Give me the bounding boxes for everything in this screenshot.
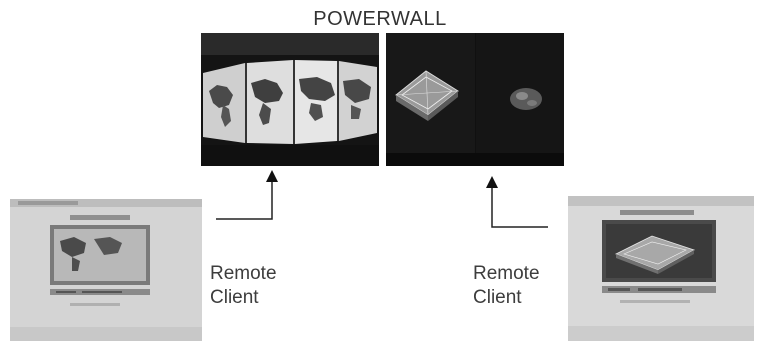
left-label-line2: Client	[210, 287, 259, 308]
left-connector-arrow	[216, 170, 278, 220]
powerwall-3d-photo	[386, 33, 564, 166]
right-remote-client-photo	[568, 196, 754, 341]
right-connector-arrow	[486, 176, 548, 228]
right-label-line1: Remote	[473, 263, 540, 284]
right-remote-client-label: Remote Client	[473, 262, 540, 310]
left-label-line1: Remote	[210, 263, 277, 284]
left-remote-client-photo	[10, 199, 202, 341]
right-label-line2: Client	[473, 287, 522, 308]
powerwall-map-photo	[201, 33, 379, 166]
powerwall-title: POWERWALL	[313, 8, 447, 30]
left-remote-client-label: Remote Client	[210, 262, 277, 310]
